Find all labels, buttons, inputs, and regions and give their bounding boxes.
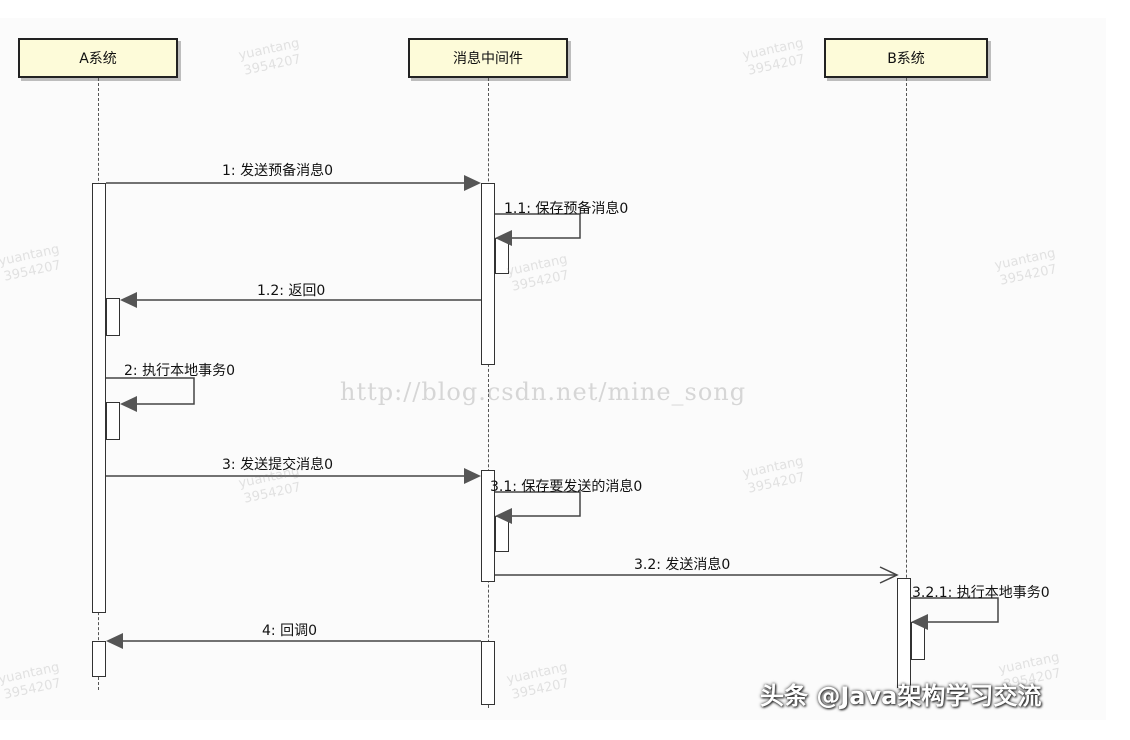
- brand-watermark: 头条 @Java架构学习交流: [760, 682, 1042, 710]
- arrow-msg-2: [106, 377, 195, 405]
- arrowhead-msg-2: [120, 396, 137, 412]
- activation-a-main: [92, 183, 106, 613]
- activation-mq-prepare: [481, 183, 495, 365]
- activation-a-local: [106, 402, 120, 440]
- activation-b-deliver: [897, 578, 911, 688]
- arrowhead-msg-3-2-1: [911, 614, 928, 630]
- message-label-4: 4: 回调0: [262, 623, 317, 639]
- arrow-msg-3-2-1: [911, 597, 999, 623]
- message-label-3-2: 3.2: 发送消息0: [634, 557, 731, 573]
- message-label-3-2-1: 3.2.1: 执行本地事务0: [912, 585, 1050, 601]
- message-label-3-1: 3.1: 保存要发送的消息0: [490, 479, 643, 495]
- arrow-msg-1-1: [495, 213, 581, 239]
- lifeline-mq: [488, 78, 489, 708]
- activation-a-callback: [92, 641, 106, 677]
- lifeline-head-a: A系统: [18, 38, 178, 78]
- message-label-1-1: 1.1: 保存预备消息0: [504, 201, 629, 217]
- lifeline-head-b: B系统: [824, 38, 988, 78]
- watermark-url: http://blog.csdn.net/mine_song: [340, 378, 747, 406]
- arrowhead-msg-3-2: [879, 566, 899, 584]
- arrow-msg-3-1: [495, 491, 581, 517]
- arrowhead-msg-1-1: [495, 230, 512, 246]
- activation-mq-callback: [481, 641, 495, 705]
- lifeline-b: [906, 78, 907, 678]
- arrowhead-msg-1-2: [120, 292, 137, 308]
- message-label-1: 1: 发送预备消息0: [222, 163, 333, 179]
- lifeline-head-mq: 消息中间件: [408, 38, 568, 78]
- message-label-2: 2: 执行本地事务0: [124, 363, 235, 379]
- activation-mq-commit: [481, 470, 495, 582]
- arrowhead-msg-3: [464, 468, 481, 484]
- message-label-1-2: 1.2: 返回0: [257, 283, 326, 299]
- arrowhead-msg-4: [106, 633, 123, 649]
- diagram-canvas: [0, 18, 1106, 720]
- message-label-3: 3: 发送提交消息0: [222, 457, 333, 473]
- arrowhead-msg-3-1: [495, 508, 512, 524]
- arrowhead-msg-1: [464, 175, 481, 191]
- activation-a-return: [106, 298, 120, 336]
